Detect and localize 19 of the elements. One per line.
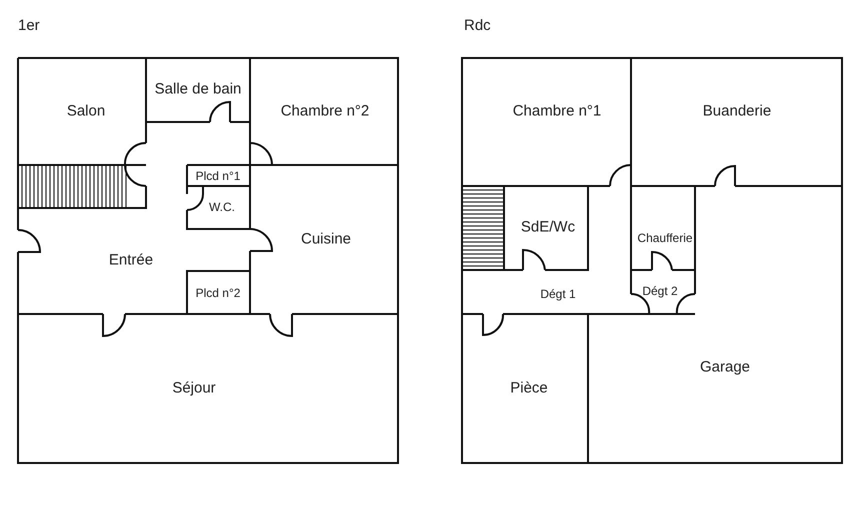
room-label: W.C. [209,201,235,213]
room-label: Cuisine [300,232,352,246]
room-label: SdE/Wc [520,220,576,234]
room-label: Séjour [172,380,216,396]
room-label: Dégt 2 [642,285,678,297]
room-label: Garage [700,360,750,374]
room-label: Chambre n°2 [280,104,370,118]
room-label: Plcd n°2 [196,287,240,299]
floor-label: Rdc [464,18,491,33]
room-label: Entrée [108,252,154,268]
room-label: Plcd n°1 [196,170,240,182]
room-label: Pièce [510,380,548,396]
floor-label: 1er [18,18,40,33]
room-label: Chambre n°1 [512,104,602,118]
room-label: Buanderie [702,104,772,118]
room-label: Salle de bain [154,82,242,96]
room-label: Salon [66,104,106,118]
room-label: Dégt 1 [540,288,576,300]
room-label: Chaufferie [637,232,693,244]
